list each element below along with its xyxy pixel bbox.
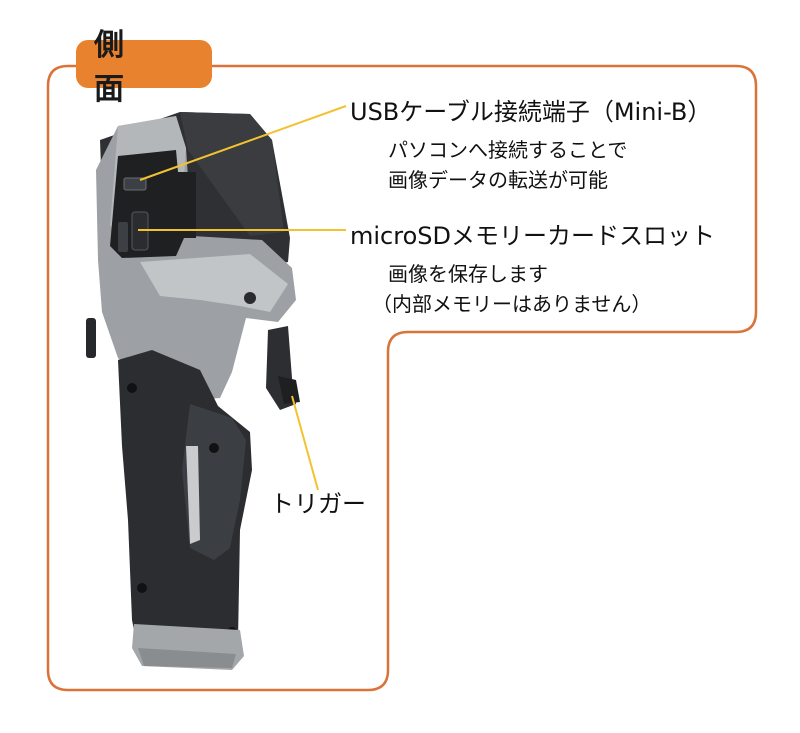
usb-port-desc-line2: 画像データの転送が可能 xyxy=(388,168,608,192)
usb-port-desc-line1: パソコンへ接続することで xyxy=(388,138,628,162)
thermal-camera-image xyxy=(86,112,300,670)
microsd-slot-desc-line1: 画像を保存します xyxy=(388,262,548,286)
microsd-slot-desc-line2: （内部メモリーはありません） xyxy=(372,292,652,316)
usb-port-title: USBケーブル接続端子（Mini-B） xyxy=(350,98,712,126)
microsd-slot-title: microSDメモリーカードスロット xyxy=(350,222,715,250)
usb-leader-line xyxy=(139,105,347,181)
section-badge: 側 面 xyxy=(76,28,212,107)
callout-frame xyxy=(46,64,758,692)
trigger-label: トリガー xyxy=(270,490,366,518)
trigger-leader-line xyxy=(291,395,319,491)
